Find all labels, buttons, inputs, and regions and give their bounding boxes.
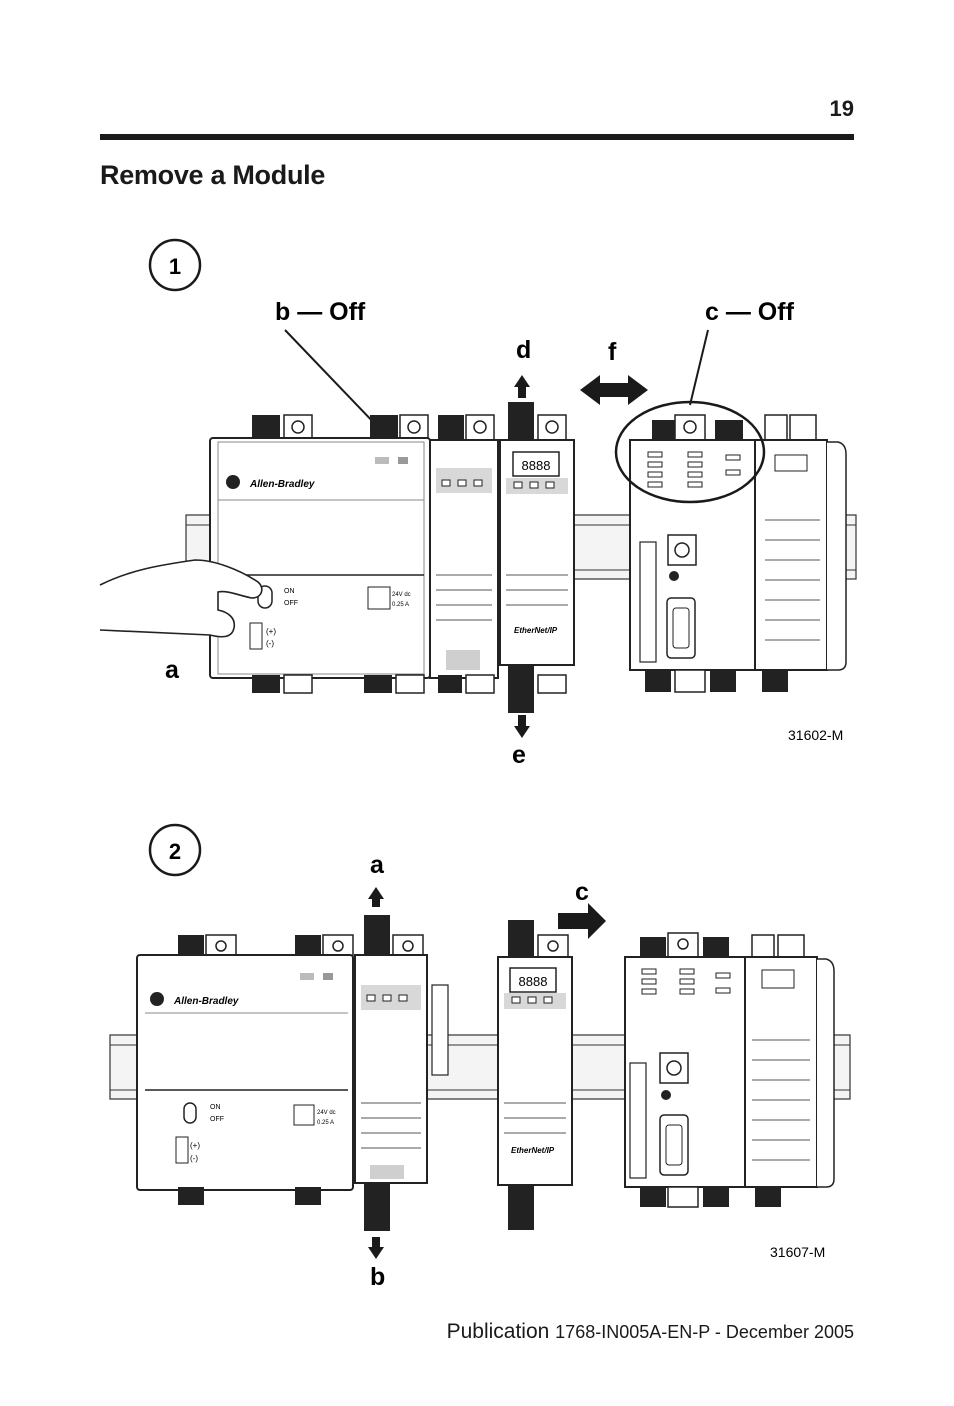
- switch-on-label-1: ON: [284, 588, 295, 595]
- step-number-2: 2: [169, 839, 181, 864]
- figure-id-2: 31607-M: [770, 1244, 825, 1260]
- figure-2-drawing: 2 a c b 31607-M Allen-Bradley ON OFF 24V…: [109, 823, 851, 1291]
- io-module-2: [354, 915, 449, 1231]
- svg-text:8888: 8888: [519, 974, 548, 989]
- ethernet-logo-2: EtherNet/IP: [511, 1146, 555, 1155]
- terminal-plus-1: (+): [266, 627, 276, 636]
- output-spec-2a: 24V dc: [317, 1110, 336, 1116]
- callout-b-2: b: [370, 1263, 385, 1291]
- callout-c-2: c: [575, 878, 589, 906]
- power-supply-module-2: Allen-Bradley ON OFF 24V dc 0.25 A (+) (…: [136, 934, 354, 1205]
- terminal-minus-1: (-): [266, 639, 274, 648]
- callout-a: a: [165, 656, 180, 684]
- step-number-1: 1: [169, 254, 181, 279]
- terminal-plus-2: (+): [190, 1141, 200, 1150]
- section-title: Remove a Module: [100, 160, 326, 190]
- hand-illustration: [99, 559, 263, 638]
- highlight-ellipse: [614, 400, 766, 504]
- terminal-minus-2: (-): [190, 1154, 198, 1163]
- callout-a-2: a: [370, 851, 385, 879]
- header-rule: [100, 134, 854, 140]
- page-number: 19: [829, 96, 854, 121]
- publication-footer: Publication 1768-IN005A-EN-P - December …: [447, 1320, 854, 1344]
- publication-reference: 1768-IN005A-EN-P - December 2005: [555, 1322, 854, 1342]
- io-module-1: [429, 414, 499, 694]
- figure-2: 2 a c b 31607-M Allen-Bradley ON OFF 24V…: [0, 815, 954, 1305]
- step-circle-2: [148, 823, 202, 877]
- callout-d: d: [516, 336, 531, 364]
- leader-line-c: [689, 329, 709, 406]
- ethernet-module-2: 8888 EtherNet/IP: [497, 920, 573, 1230]
- step-circle-1: [148, 238, 202, 292]
- controller-module-1: [629, 414, 847, 693]
- callout-c-off: c — Off: [705, 298, 795, 326]
- ethernet-logo-1: EtherNet/IP: [514, 626, 558, 635]
- ethernet-module-1: 8888 EtherNet/IP: [499, 402, 575, 713]
- callout-b-off: b — Off: [275, 298, 366, 326]
- publication-word: Publication: [446, 1320, 550, 1343]
- arrow-down-e: [514, 715, 530, 738]
- arrow-double-f: [580, 375, 648, 405]
- controller-module-2: [624, 932, 835, 1208]
- output-spec-1b: 0.25 A: [392, 602, 409, 608]
- power-supply-module: Allen-Bradley ON OFF 24V dc 0.25 A (+) (…: [209, 414, 431, 694]
- switch-off-label-2: OFF: [210, 1116, 224, 1123]
- figure-id-1: 31602-M: [788, 727, 843, 743]
- callout-f: f: [608, 338, 617, 366]
- callout-e: e: [512, 741, 526, 769]
- output-spec-1a: 24V dc: [392, 592, 411, 598]
- brand-label-1: Allen-Bradley: [249, 479, 315, 490]
- arrow-down-b: [368, 1237, 384, 1259]
- switch-off-label-1: OFF: [284, 600, 298, 607]
- arrow-up-a: [368, 887, 384, 907]
- arrow-up-d: [514, 375, 530, 398]
- figure-1-drawing: 1 b — Off c — Off d f a e 31602-M Allen-…: [99, 238, 857, 769]
- output-spec-2b: 0.25 A: [317, 1120, 334, 1126]
- switch-on-label-2: ON: [210, 1104, 221, 1111]
- arrow-right-c: [558, 903, 606, 939]
- brand-label-2: Allen-Bradley: [173, 996, 239, 1007]
- svg-text:8888: 8888: [522, 458, 551, 473]
- figure-1: 1 b — Off c — Off d f a e 31602-M Allen-…: [0, 230, 954, 790]
